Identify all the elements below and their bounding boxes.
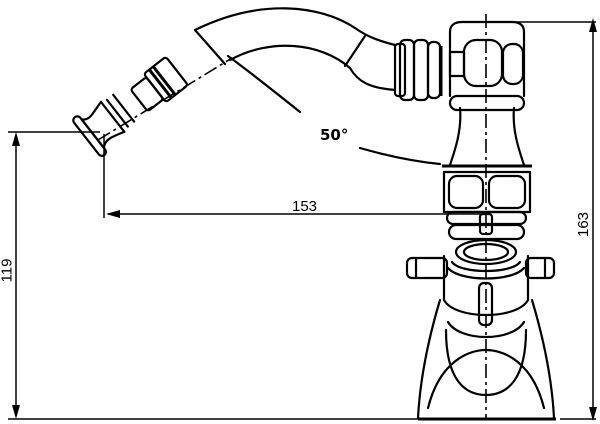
angle-arc — [226, 54, 442, 166]
dimension-153 — [106, 210, 484, 218]
angle-label: 50° — [320, 126, 349, 144]
tap-column — [442, 20, 532, 241]
total-height-label: 163 — [575, 211, 593, 238]
reach-label: 153 — [292, 198, 318, 215]
cross-handles — [405, 256, 556, 280]
outlet-height-label: 119 — [0, 258, 16, 283]
dimension-163 — [512, 18, 597, 421]
swivel-spout — [72, 7, 443, 157]
dimension-119 — [8, 131, 418, 420]
tap-body — [416, 238, 556, 421]
